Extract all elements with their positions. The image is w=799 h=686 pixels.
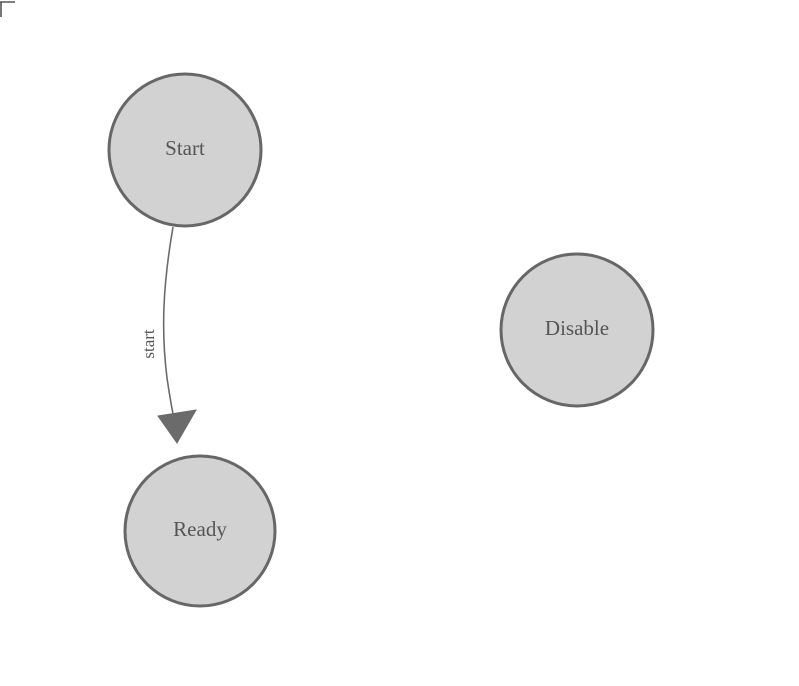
edge-path: [162, 226, 178, 434]
node-disable-circle[interactable]: [499, 252, 655, 408]
edge-label-start: start: [139, 329, 158, 359]
node-disable-label: Disable: [545, 316, 609, 340]
canvas-corner-mark: [0, 1, 15, 17]
node-disable[interactable]: Disable: [499, 252, 655, 408]
edge-arrowhead-icon: [157, 409, 197, 444]
edge-start-to-ready[interactable]: start: [139, 226, 197, 444]
node-ready-label: Ready: [173, 517, 227, 541]
node-start-label: Start: [165, 136, 205, 160]
node-start-circle[interactable]: [107, 72, 263, 228]
node-start[interactable]: Start: [107, 72, 263, 228]
node-ready-circle[interactable]: [123, 454, 277, 608]
node-ready[interactable]: Ready: [123, 454, 277, 608]
